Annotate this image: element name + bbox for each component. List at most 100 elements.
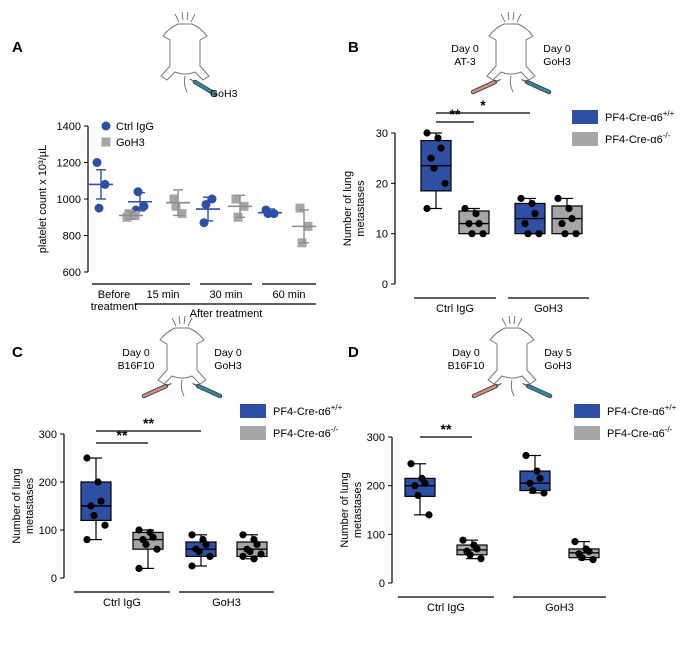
data-point (135, 526, 143, 534)
legend-label: GoH3 (116, 137, 145, 149)
series-goh3-group-1 (119, 209, 143, 222)
legend-label: PF4-Cre-α6+/+ (605, 109, 675, 124)
group-label: Ctrl IgG (103, 597, 141, 609)
data-point (517, 194, 525, 203)
y-tick-label: 0 (379, 578, 385, 590)
data-point (94, 203, 104, 213)
data-point (423, 204, 431, 213)
data-point (253, 540, 261, 549)
syringe-needle (495, 383, 502, 387)
data-point (206, 552, 214, 561)
series-ctrl-igg-group-1 (89, 158, 113, 213)
syringe-fill (142, 384, 168, 398)
data-point (521, 220, 529, 228)
mouse-body (157, 327, 207, 385)
data-point (188, 562, 196, 570)
data-point (536, 474, 544, 482)
y-axis-label: Number of lung (342, 171, 354, 246)
data-point (295, 203, 305, 213)
data-point (522, 451, 530, 460)
syringe-needle (189, 78, 196, 83)
series-goh3-group-4 (292, 203, 316, 248)
data-point (149, 533, 157, 541)
significance-label: * (480, 97, 486, 113)
box-1 (80, 454, 112, 544)
mouse-label: Day 0 (122, 347, 150, 359)
box-2 (132, 526, 164, 573)
group-label: Before (98, 289, 130, 301)
data-point (87, 502, 95, 510)
mouse-label: Day 5 (544, 347, 572, 359)
box-4 (236, 531, 268, 563)
data-point (231, 194, 241, 204)
whiskers (174, 11, 196, 23)
series-goh3-group-2 (166, 189, 190, 219)
group-label: GoH3 (212, 597, 241, 609)
syringe-fill (196, 384, 222, 398)
data-point (540, 489, 548, 497)
y-tick-label: 1200 (57, 158, 81, 170)
mouse-label: B16F10 (448, 360, 485, 372)
y-tick-label: 200 (367, 481, 385, 493)
syringe-left-icon (141, 383, 172, 399)
whiskers (501, 315, 523, 327)
box-3 (514, 194, 546, 238)
data-point (142, 540, 150, 549)
syringe-needle (522, 383, 529, 387)
data-point (133, 187, 143, 197)
group-label: 15 min (146, 289, 179, 301)
series-ctrl-igg-group-4 (258, 205, 282, 219)
box-4 (551, 194, 583, 238)
box-2 (456, 536, 488, 563)
data-point (465, 220, 473, 228)
y-axis-label: platelet count x 10³/µL (37, 145, 49, 253)
mouse-label: GoH3 (543, 56, 571, 68)
syringe-left-icon (471, 383, 502, 399)
y-tick-label: 600 (63, 267, 81, 279)
data-point (425, 511, 433, 519)
data-point (466, 551, 474, 559)
data-point (246, 548, 254, 556)
data-point (177, 209, 187, 219)
mouse-label: Day 0 (543, 43, 571, 55)
data-point (427, 154, 435, 162)
data-point (531, 209, 539, 218)
legend-label: PF4-Cre-α6-/- (273, 425, 339, 440)
data-point (529, 486, 537, 495)
significance-label: ** (450, 106, 461, 122)
data-point (421, 479, 429, 487)
syringe-needle (192, 383, 199, 387)
data-point (202, 540, 210, 549)
data-point (188, 531, 196, 539)
series-goh3-group-3 (228, 194, 252, 222)
data-point (589, 556, 597, 564)
data-point (437, 144, 445, 152)
data-point (565, 204, 573, 213)
data-point (239, 552, 247, 561)
mouse-label: AT-3 (454, 56, 476, 68)
data-point (524, 230, 532, 238)
syringe-needle (494, 79, 501, 83)
mouse-tail (183, 75, 188, 93)
y-tick-label: 0 (382, 279, 388, 291)
data-point (92, 158, 102, 167)
box-4 (568, 538, 600, 564)
box-1 (420, 129, 452, 213)
mouse-label: Day 0 (451, 43, 479, 55)
mouse-label: B16F10 (118, 360, 155, 372)
syringe-needle (521, 79, 528, 83)
syringe-fill (472, 384, 498, 398)
legend-swatch (574, 404, 600, 418)
data-point (195, 548, 203, 556)
data-point (561, 230, 569, 238)
mouse-body (486, 23, 536, 81)
data-point (423, 129, 431, 137)
group-label: 30 min (209, 289, 242, 301)
data-point (83, 454, 91, 462)
legend-label: PF4-Cre-α6+/+ (273, 403, 343, 418)
mouse-tail (180, 379, 185, 397)
y-tick-label: 200 (39, 477, 57, 489)
legend-marker (101, 121, 111, 131)
data-point (239, 531, 247, 539)
